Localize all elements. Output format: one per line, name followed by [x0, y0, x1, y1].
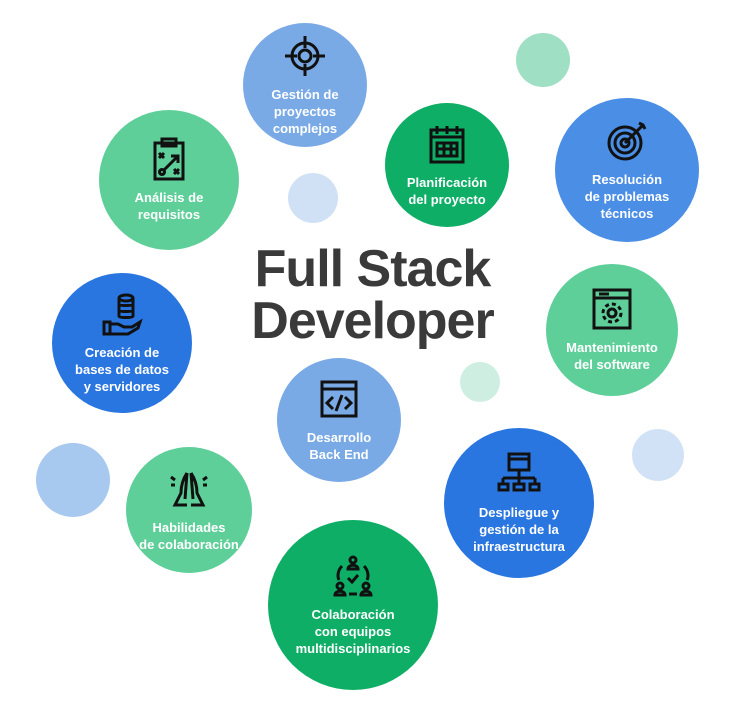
node-analisis: Análisis de requisitos: [99, 110, 239, 250]
title-line-2: Developer: [251, 292, 494, 350]
calendar-icon: [429, 126, 465, 164]
decor-dot: [632, 429, 684, 481]
title-line-1: Full Stack: [254, 240, 492, 298]
page-title: Full Stack Developer: [200, 243, 545, 347]
decor-dot: [516, 33, 570, 87]
node-label: Colaboración con equipos multidisciplina…: [295, 606, 411, 656]
code-window-icon: [320, 380, 358, 418]
node-colaboracion-equipos: Colaboración con equipos multidisciplina…: [268, 520, 438, 690]
node-resolucion: Resolución de problemas técnicos: [555, 98, 699, 242]
decor-dot: [288, 173, 338, 223]
node-despliegue: Despliegue y gestión de la infraestructu…: [444, 428, 594, 578]
high-five-icon: [170, 472, 208, 507]
node-label: Resolución de problemas técnicos: [584, 171, 670, 221]
node-mantenimiento: Mantenimiento del software: [546, 264, 678, 396]
decor-dot: [36, 443, 110, 517]
network-icon: [497, 452, 541, 491]
node-label: Gestión de proyectos complejos: [271, 86, 339, 136]
node-habilidades: Habilidades de colaboración: [126, 447, 252, 573]
node-label: Despliegue y gestión de la infraestructu…: [473, 504, 565, 554]
decor-dot: [460, 362, 500, 402]
clipboard-strategy-icon: [153, 137, 185, 181]
node-bases-datos: Creación de bases de datos y servidores: [52, 273, 192, 413]
target-icon: [607, 121, 647, 160]
node-label: Desarrollo Back End: [306, 430, 372, 462]
crosshair-icon: [285, 35, 325, 76]
node-label: Habilidades de colaboración: [139, 520, 239, 552]
node-gestion-proyectos: Gestión de proyectos complejos: [243, 23, 367, 147]
node-label: Planificación del proyecto: [406, 175, 488, 207]
database-hand-icon: [102, 293, 143, 335]
node-label: Mantenimiento del software: [566, 340, 658, 372]
team-icon: [333, 555, 373, 596]
node-label: Creación de bases de datos y servidores: [75, 344, 169, 394]
node-label: Análisis de requisitos: [134, 190, 204, 222]
node-planificacion: Planificación del proyecto: [385, 103, 509, 227]
node-backend: Desarrollo Back End: [277, 358, 401, 482]
window-gear-icon: [592, 288, 632, 330]
